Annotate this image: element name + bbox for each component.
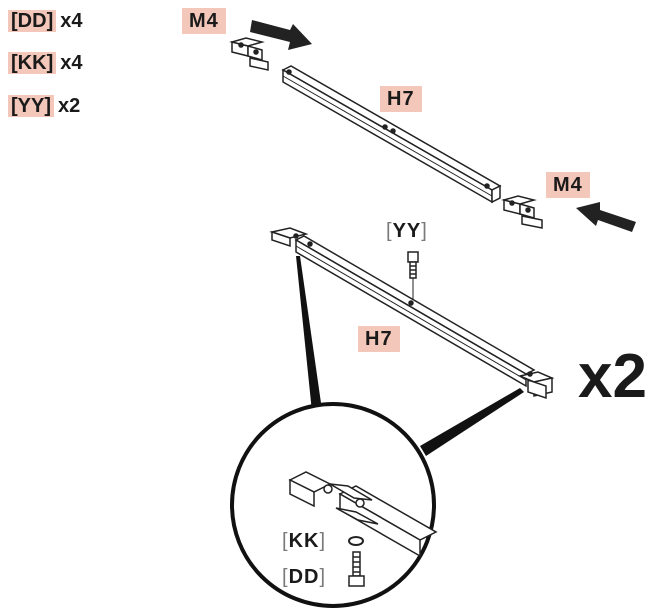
part-code-yy: YY (17, 95, 45, 117)
rail-h7-top (281, 65, 502, 204)
tag-m4-top: M4 (182, 8, 226, 34)
arrow-right-icon (250, 20, 312, 50)
callout-kk-code: KK (288, 530, 320, 552)
callout-yy: [YY] (386, 220, 428, 242)
bracket-m4-right-icon (501, 195, 543, 229)
parts-list-item-kk: [KK]x4 (8, 52, 82, 74)
bracket-m4-top-icon (229, 37, 269, 71)
zoom-wedge-left (296, 256, 322, 412)
tag-h7-bottom: H7 (358, 326, 400, 352)
callout-dd: [DD] (282, 566, 327, 588)
multiplier-label: x2 (578, 342, 647, 411)
parts-list-item-yy: [YY]x2 (8, 95, 80, 117)
detail-circle (230, 402, 436, 608)
callout-kk: [KK] (282, 530, 327, 552)
part-code-kk: KK (17, 52, 47, 74)
bolt-dd-icon (348, 551, 365, 587)
detail-closeup (288, 471, 438, 558)
tag-h7-top: H7 (380, 86, 422, 112)
parts-list-item-dd: [DD]x4 (8, 10, 82, 32)
arrow-left-icon (576, 202, 636, 232)
part-qty-kk: x4 (60, 52, 83, 74)
screw-yy-icon (407, 251, 419, 300)
rail-h7-bottom (269, 227, 555, 400)
callout-dd-code: DD (288, 566, 320, 588)
part-qty-dd: x4 (60, 10, 83, 32)
zoom-wedge-right (420, 388, 524, 456)
tag-m4-right: M4 (546, 172, 590, 198)
washer-kk-icon (348, 536, 364, 546)
callout-yy-code: YY (392, 220, 422, 242)
part-code-dd: DD (17, 10, 47, 32)
part-qty-yy: x2 (58, 95, 81, 117)
